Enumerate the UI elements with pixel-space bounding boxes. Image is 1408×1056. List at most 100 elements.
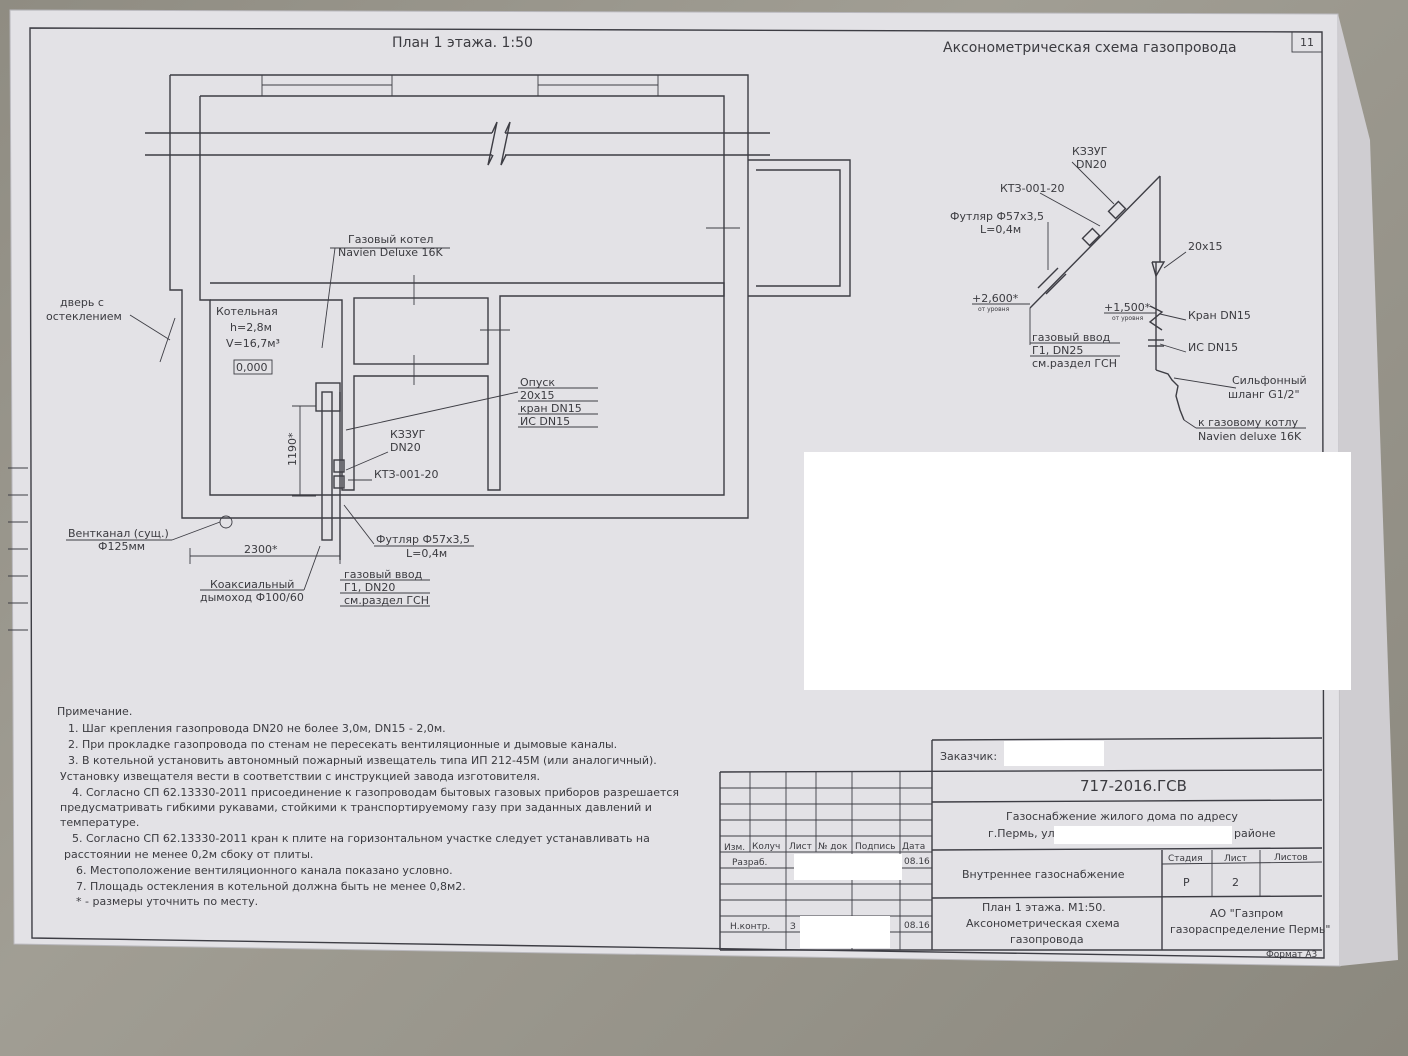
axon-valve: Кран DN15 (1188, 309, 1251, 322)
note-3b: Установку извещателя вести в соответстви… (60, 770, 540, 783)
note-5b: расстоянии не менее 0,2м сбоку от плиты. (64, 848, 313, 861)
sheet-value: 2 (1232, 876, 1239, 889)
room-volume: V=16,7м³ (226, 337, 280, 350)
room-name: Котельная (216, 305, 278, 318)
notes-heading: Примечание. (57, 705, 132, 718)
axon-is: ИС DN15 (1188, 341, 1238, 354)
plan-title: План 1 этажа. 1:50 (392, 35, 533, 51)
hdr-listov: Листов (1274, 853, 1308, 863)
stage-value: Р (1183, 876, 1190, 889)
sheet-number: 11 (1300, 36, 1314, 49)
sheet-frame (29, 27, 1325, 959)
room-height: h=2,8м (230, 321, 272, 334)
hdr-ndok: № док (818, 842, 848, 852)
k3zug-line-2: DN20 (390, 441, 421, 454)
hdr-podpis: Подпись (855, 842, 895, 852)
riser-line-3: кран DN15 (520, 402, 582, 415)
axon-k3zug-2: DN20 (1076, 158, 1107, 171)
object-line-2-end: районе (1234, 827, 1276, 840)
door-label-2: остеклением (46, 310, 122, 323)
riser-line-1: Опуск (520, 376, 555, 389)
redaction-block (804, 452, 1351, 690)
razrab-label: Разраб. (732, 858, 767, 868)
sheet-title-1: План 1 этажа. М1:50. (982, 901, 1106, 914)
gas-input-line-2: Г1, DN20 (344, 581, 395, 594)
axon-gas-input-2: Г1, DN25 (1032, 344, 1083, 357)
nkontr-initial: З (790, 922, 796, 932)
gas-input-line-1: газовый ввод (344, 568, 423, 581)
level-mark: 0,000 (236, 361, 268, 374)
axon-hose-1: Сильфонный (1232, 374, 1307, 387)
razrab-redaction (794, 854, 902, 880)
format-label: Формат А3 (1266, 950, 1317, 960)
doc-code: 717-2016.ГСВ (1080, 777, 1187, 795)
axon-gas-input-3: см.раздел ГСН (1032, 357, 1117, 370)
note-4c: температуре. (60, 816, 139, 829)
axon-elev2: +1,500* (1104, 301, 1151, 314)
door-label-1: дверь с (60, 296, 104, 309)
flue-line-1: Коаксиальный (210, 578, 294, 591)
floor-plan (8, 74, 851, 631)
axon-to-boiler-2: Navien deluxe 16K (1198, 430, 1302, 443)
title-block (719, 737, 1323, 951)
flue-line-2: дымоход Ф100/60 (200, 591, 304, 604)
axon-elev1-note: от уровня (978, 306, 1010, 313)
note-4b: предусматривать гибкими рукавами, стойки… (60, 801, 652, 814)
hdr-list: Лист (789, 842, 812, 852)
nkontr-label: Н.контр. (730, 922, 770, 932)
axon-title: Аксонометрическая схема газопровода (943, 40, 1237, 56)
axon-to-boiler-1: к газовому котлу (1198, 416, 1299, 429)
paper-right-edge (1338, 14, 1398, 966)
axon-hose-2: шланг G1/2" (1228, 388, 1300, 401)
note-1: 1. Шаг крепления газопровода DN20 не бол… (68, 722, 446, 735)
boiler-title: Газовый котел (348, 233, 433, 246)
axon-k3zug-1: КЗЗУГ (1072, 145, 1108, 158)
vent-line-2: Ф125мм (98, 540, 145, 553)
boiler-model: Navien Deluxe 16K (338, 246, 443, 259)
object-line-1: Газоснабжение жилого дома по адресу (1006, 810, 1238, 823)
note-8: * - размеры уточнить по месту. (76, 895, 258, 908)
note-3: 3. В котельной установить автономный пож… (68, 754, 657, 767)
riser-line-2: 20х15 (520, 389, 555, 402)
axon-sleeve-2: L=0,4м (980, 223, 1021, 236)
sheet-title-3: газопровода (1010, 933, 1084, 946)
axon-elev2-note: от уровня (1112, 315, 1144, 322)
section-name: Внутреннее газоснабжение (962, 868, 1125, 881)
note-4: 4. Согласно СП 62.13330-2011 присоединен… (72, 786, 679, 799)
customer-redaction (1004, 741, 1104, 766)
customer-label: Заказчик: (940, 750, 997, 763)
dim-2300: 2300* (244, 543, 278, 556)
address-redaction (1054, 826, 1232, 844)
org-line-2: газораспределение Пермь" (1170, 923, 1330, 936)
dim-1190: 1190* (286, 432, 299, 466)
riser-line-4: ИС DN15 (520, 415, 570, 428)
hdr-izm: Изм. (724, 843, 745, 853)
hdr-stadiya: Стадия (1168, 854, 1203, 864)
sheet-title-2: Аксонометрическая схема (966, 917, 1120, 930)
kt3-label: КТЗ-001-20 (374, 468, 439, 481)
object-line-2-start: г.Пермь, ул (988, 827, 1055, 840)
axon-kt3: КТЗ-001-20 (1000, 182, 1065, 195)
axonometric-scheme (972, 161, 1306, 429)
nkontr-redaction (800, 916, 890, 948)
hdr-data: Дата (902, 842, 925, 852)
axon-elev1: +2,600* (972, 292, 1019, 305)
sleeve-line-1: Футляр Ф57х3,5 (376, 533, 470, 546)
axon-sleeve-1: Футляр Ф57х3,5 (950, 210, 1044, 223)
k3zug-line-1: КЗЗУГ (390, 428, 426, 441)
note-6: 6. Местоположение вентиляционного канала… (76, 864, 453, 877)
nkontr-date: 08.16 (904, 921, 930, 931)
gas-input-line-3: см.раздел ГСН (344, 594, 429, 607)
axon-gas-input-1: газовый ввод (1032, 331, 1111, 344)
axon-reducer: 20х15 (1188, 240, 1223, 253)
hdr-koluch: Колуч (752, 842, 780, 852)
sleeve-line-2: L=0,4м (406, 547, 447, 560)
note-2: 2. При прокладке газопровода по стенам н… (68, 738, 617, 751)
razrab-date: 08.16 (904, 857, 930, 867)
note-5: 5. Согласно СП 62.13330-2011 кран к плит… (72, 832, 650, 845)
sheet-number-box (1291, 31, 1323, 53)
vent-line-1: Вентканал (сущ.) (68, 527, 169, 540)
hdr-list2: Лист (1224, 854, 1247, 864)
note-7: 7. Площадь остекления в котельной должна… (76, 880, 466, 893)
